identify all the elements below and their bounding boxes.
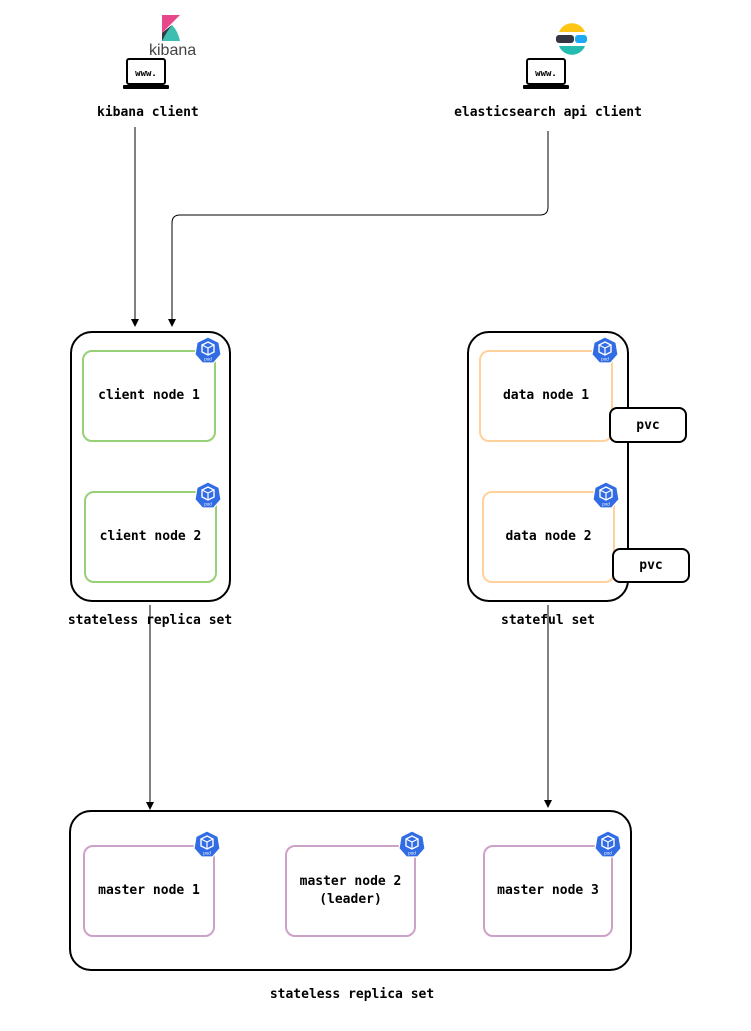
pvc-2: pvc <box>612 548 690 583</box>
master-node-3: master node 3 <box>483 845 613 937</box>
elasticsearch-client-label: elasticsearch api client <box>454 105 642 120</box>
master-node-1: master node 1 <box>83 845 215 937</box>
kibana-laptop-icon: www. <box>123 58 169 89</box>
master-node-2-leader: master node 2 (leader) <box>285 845 416 937</box>
pod-icon: pod <box>591 336 619 364</box>
es-to-client-arrow <box>168 131 549 327</box>
kibana-logo-icon <box>162 15 180 41</box>
elasticsearch-laptop-icon: www. <box>523 58 569 89</box>
client-set-caption: stateless replica set <box>67 613 233 628</box>
client-node-1: client node 1 <box>82 350 216 442</box>
pod-icon: pod <box>594 830 622 858</box>
kibana-laptop-screen-text: www. <box>135 69 157 79</box>
pod-icon: pod <box>398 830 426 858</box>
pod-badge-text: pod <box>601 357 609 362</box>
pvc-1: pvc <box>609 407 687 443</box>
elasticsearch-laptop-screen-text: www. <box>535 69 557 79</box>
pod-badge-text: pod <box>204 502 212 507</box>
pod-badge-text: pod <box>408 851 416 856</box>
kibana-wordmark: kibana <box>149 42 197 59</box>
pod-icon: pod <box>592 481 620 509</box>
elasticsearch-logo-icon <box>556 23 587 55</box>
kibana-client-label: kibana client <box>97 105 199 120</box>
pod-badge-text: pod <box>204 357 212 362</box>
data-node-1: data node 1 <box>479 350 613 442</box>
data-set-caption: stateful set <box>501 613 595 628</box>
pod-badge-text: pod <box>203 851 211 856</box>
pod-icon: pod <box>194 481 222 509</box>
client-node-2: client node 2 <box>84 491 217 583</box>
master-set-caption: stateless replica set <box>269 987 435 1002</box>
pod-icon: pod <box>194 336 222 364</box>
pod-badge-text: pod <box>604 851 612 856</box>
pod-icon: pod <box>193 830 221 858</box>
pod-badge-text: pod <box>602 502 610 507</box>
data-node-2: data node 2 <box>482 491 615 583</box>
